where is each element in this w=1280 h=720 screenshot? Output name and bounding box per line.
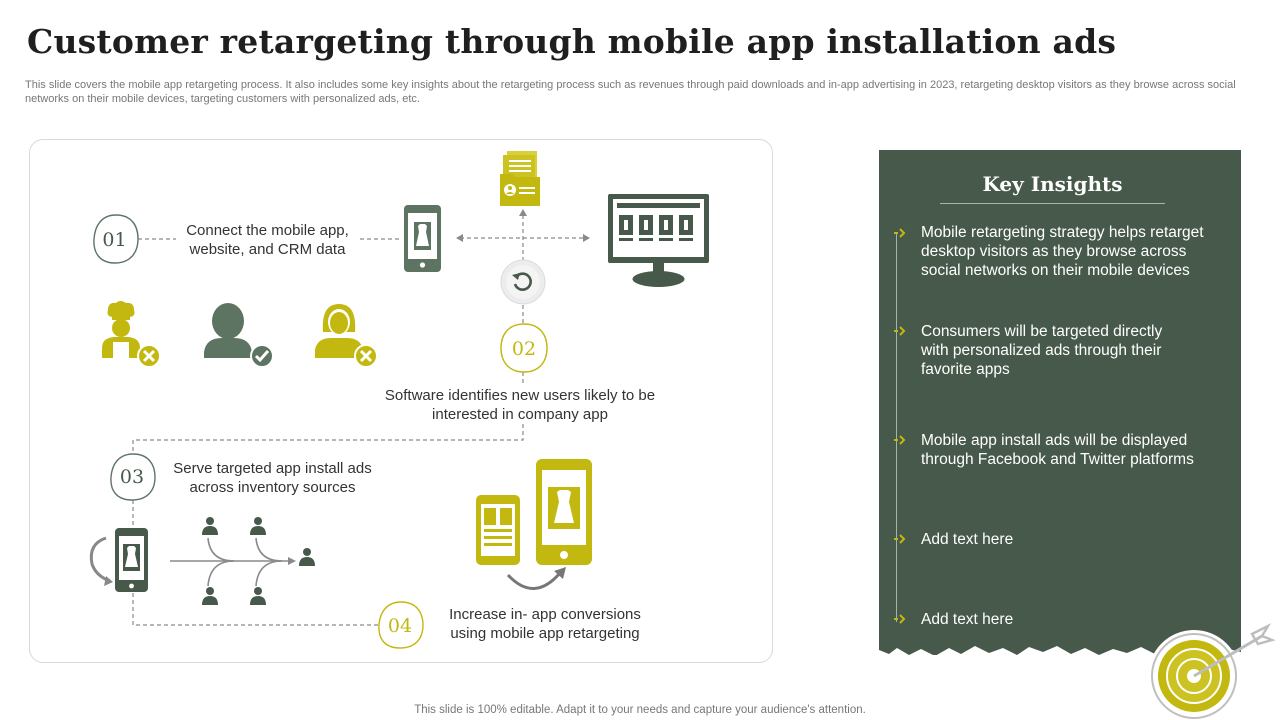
phone-dress-icon <box>404 205 441 272</box>
step-badge-01 <box>93 214 139 264</box>
step-01-line1: Connect the mobile app, <box>186 222 349 239</box>
bullet-icon <box>894 326 906 336</box>
page-title: Customer retargeting through mobile app … <box>27 22 1117 61</box>
phones-icon <box>476 459 592 590</box>
step-04-text: Increase in- app conversions using mobil… <box>425 605 665 643</box>
bullet-icon <box>894 614 906 624</box>
insight-item-2: Consumers will be targeted directly with… <box>921 322 1221 379</box>
insight-3-line2: through Facebook and Twitter platforms <box>921 451 1194 468</box>
step-02-line2: interested in company app <box>432 406 608 423</box>
insight-item-3: Mobile app install ads will be displayed… <box>921 431 1221 469</box>
step-number-01: 01 <box>102 229 127 251</box>
step-02-line1: Software identifies new users likely to … <box>384 387 656 404</box>
insight-3-line1: Mobile app install ads will be displayed <box>921 432 1188 449</box>
footer-note: This slide is 100% editable. Adapt it to… <box>414 704 866 716</box>
insight-item-1: Mobile retargeting strategy helps retarg… <box>921 223 1221 280</box>
step-03-text: Serve targeted app install ads across in… <box>155 459 390 497</box>
step-04-line1: Increase in- app conversions <box>449 606 641 623</box>
step-03-line2: across inventory sources <box>189 479 356 496</box>
bullet-icon <box>894 435 906 445</box>
step-number-04: 04 <box>387 615 413 637</box>
step-badge-03 <box>110 453 156 501</box>
document-user-icon <box>500 151 540 206</box>
insight-1-line2: desktop visitors as they browse across <box>921 243 1187 260</box>
phone-ad-icon <box>89 528 148 592</box>
insights-title: Key Insights <box>982 172 1123 196</box>
step-number-03: 03 <box>119 466 145 488</box>
insight-2-line3: favorite apps <box>921 361 1010 378</box>
insight-5-line1: Add text here <box>921 611 1014 628</box>
step-02-text: Software identifies new users likely to … <box>360 386 680 424</box>
network-icon <box>170 517 315 605</box>
bullet-icon <box>894 534 906 544</box>
step-04-line2: using mobile app retargeting <box>450 625 640 642</box>
insight-1-line3: social networks on their mobile devices <box>921 262 1190 279</box>
insight-2-line2: with personalized ads through their <box>921 342 1162 359</box>
process-panel <box>29 139 773 663</box>
insight-1-line1: Mobile retargeting strategy helps retarg… <box>921 224 1204 241</box>
insights-timeline <box>896 232 897 622</box>
step-01-line2: website, and CRM data <box>189 241 346 258</box>
step-03-line1: Serve targeted app install ads <box>173 460 372 477</box>
insight-item-4: Add text here <box>921 530 1221 549</box>
key-insights-panel <box>879 150 1241 655</box>
user-check-icon <box>204 303 274 368</box>
insights-title-underline <box>940 203 1165 204</box>
bullet-icon <box>894 228 906 238</box>
insight-2-line1: Consumers will be targeted directly <box>921 323 1163 340</box>
step-number-02: 02 <box>511 338 537 360</box>
torn-edge <box>879 646 1241 664</box>
target-icon <box>1148 623 1276 720</box>
step-badge-04 <box>378 601 424 649</box>
page-subtitle: This slide covers the mobile app retarge… <box>25 79 1236 105</box>
chef-icon <box>102 301 161 368</box>
monitor-icon <box>608 194 709 287</box>
insight-4-line1: Add text here <box>921 531 1014 548</box>
step-badge-02 <box>500 323 548 373</box>
insight-item-5: Add text here <box>921 610 1221 629</box>
woman-icon <box>315 304 378 368</box>
refresh-icon <box>500 259 546 305</box>
step-01-text: Connect the mobile app, website, and CRM… <box>160 221 375 259</box>
process-connectors <box>132 209 590 626</box>
